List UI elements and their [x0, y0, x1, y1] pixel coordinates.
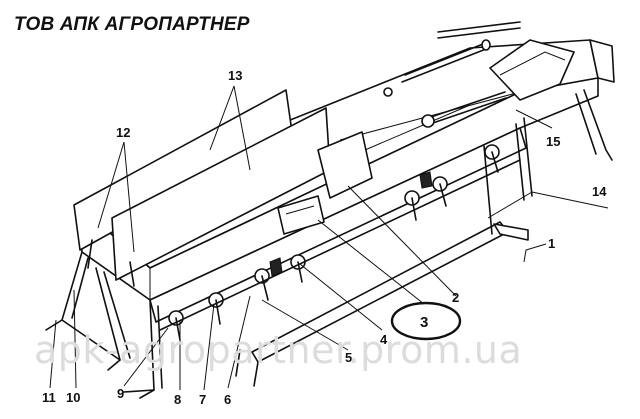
row-units: [168, 144, 500, 341]
callout-9: 9: [117, 386, 124, 401]
company-header: ТОВ АПК АГРОПАРТНЕР: [14, 14, 250, 35]
callout-10: 10: [66, 390, 80, 405]
callout-labels: 13 12 15 14 1 2 3 4 5 6 7 8 9 10 11: [42, 68, 607, 407]
callout-leaders: [49, 85, 609, 391]
callout-15: 15: [546, 134, 560, 149]
callout-7: 7: [199, 392, 206, 407]
callout-2: 2: [452, 290, 459, 305]
highlight-ring: [390, 301, 462, 341]
watermark: apk-agropartner.prom.ua: [34, 328, 523, 372]
callout-5: 5: [345, 350, 352, 365]
callout-11: 11: [42, 390, 56, 405]
callout-14: 14: [592, 184, 607, 199]
metering-section: [149, 127, 527, 341]
callout-3: 3: [420, 314, 428, 331]
callout-8: 8: [174, 392, 181, 407]
callout-12: 12: [116, 125, 130, 140]
callout-13: 13: [228, 68, 242, 83]
callout-1: 1: [548, 236, 555, 251]
hopper-lids: [73, 89, 331, 287]
callout-6: 6: [224, 392, 231, 407]
lower-frame: [251, 221, 529, 363]
callout-4: 4: [380, 332, 388, 347]
